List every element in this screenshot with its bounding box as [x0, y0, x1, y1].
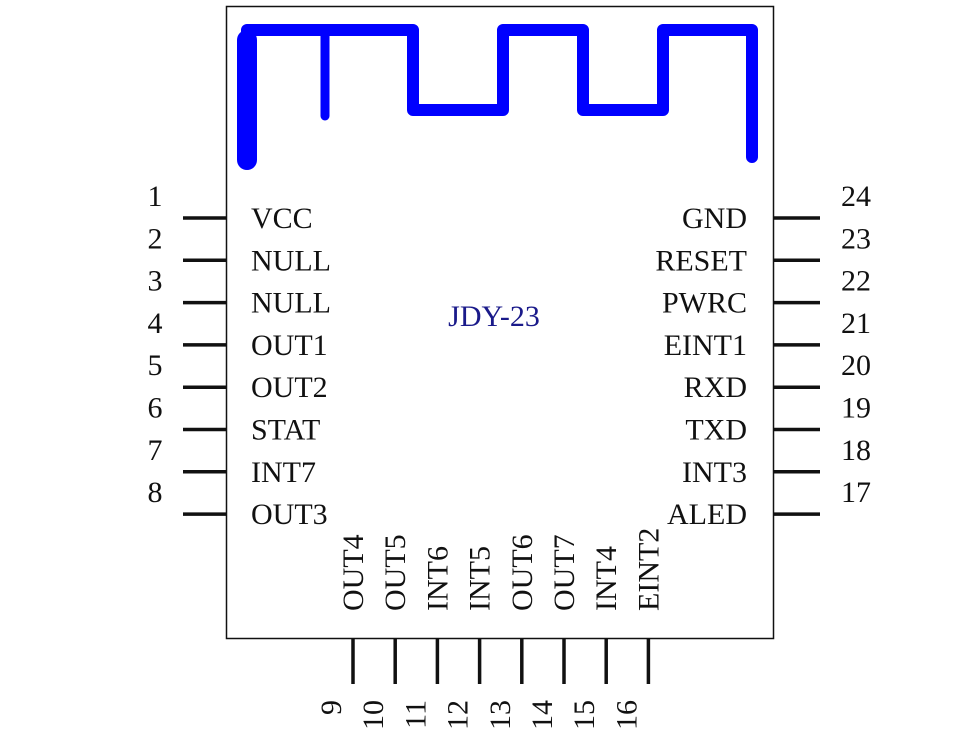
- pin-number-3: 3: [148, 265, 163, 298]
- pin-label-4: OUT1: [251, 329, 328, 362]
- pin-number-21: 21: [841, 307, 871, 340]
- pin-number-8: 8: [148, 476, 163, 509]
- pin-label-12: INT5: [464, 546, 497, 611]
- pin-number-24: 24: [841, 180, 871, 213]
- pin-number-16: 16: [610, 700, 643, 730]
- pin-number-12: 12: [442, 700, 475, 730]
- pin-number-18: 18: [841, 434, 871, 467]
- pin-number-5: 5: [148, 349, 163, 382]
- pin-label-7: INT7: [251, 456, 316, 489]
- pin-label-11: INT6: [421, 546, 454, 611]
- pin-label-20: RXD: [684, 371, 747, 404]
- pin-number-14: 14: [526, 700, 559, 730]
- pin-number-4: 4: [148, 307, 163, 340]
- pin-label-8: OUT3: [251, 498, 328, 531]
- pin-label-23: RESET: [655, 244, 747, 277]
- pin-label-16: EINT2: [632, 528, 665, 611]
- pin-label-14: OUT7: [548, 534, 581, 611]
- pin-label-22: PWRC: [662, 287, 747, 320]
- pin-number-19: 19: [841, 392, 871, 425]
- pin-number-11: 11: [399, 700, 432, 729]
- pin-label-17: ALED: [667, 498, 747, 531]
- pin-number-10: 10: [357, 700, 390, 730]
- pcb-antenna-trace: [241, 24, 758, 166]
- pin-number-6: 6: [148, 392, 163, 425]
- pin-number-9: 9: [315, 700, 348, 715]
- pin-label-2: NULL: [251, 244, 331, 277]
- bottom-pin-group: OUT4 9 OUT5 10 INT6 11 INT5 12 OUT6 13 OUT7 14 INT4 1…: [315, 528, 665, 730]
- pin-number-23: 23: [841, 222, 871, 255]
- pin-label-13: OUT6: [506, 534, 539, 611]
- module-title: JDY-23: [448, 300, 540, 333]
- pin-label-19: TXD: [685, 414, 747, 447]
- pin-label-15: INT4: [590, 546, 623, 611]
- pin-number-17: 17: [841, 476, 871, 509]
- pin-number-7: 7: [148, 434, 163, 467]
- pin-number-15: 15: [568, 700, 601, 730]
- pin-label-5: OUT2: [251, 371, 328, 404]
- pin-label-6: STAT: [251, 414, 320, 447]
- pin-label-9: OUT4: [337, 534, 370, 611]
- pin-label-24: GND: [682, 202, 747, 235]
- pin-label-1: VCC: [251, 202, 313, 235]
- pin-label-3: NULL: [251, 287, 331, 320]
- pin-number-13: 13: [484, 700, 517, 730]
- pin-number-20: 20: [841, 349, 871, 382]
- pin-number-2: 2: [148, 222, 163, 255]
- pin-number-1: 1: [148, 180, 163, 213]
- pin-label-10: OUT5: [379, 534, 412, 611]
- pin-number-22: 22: [841, 265, 871, 298]
- pin-label-21: EINT1: [664, 329, 747, 362]
- pin-label-18: INT3: [682, 456, 747, 489]
